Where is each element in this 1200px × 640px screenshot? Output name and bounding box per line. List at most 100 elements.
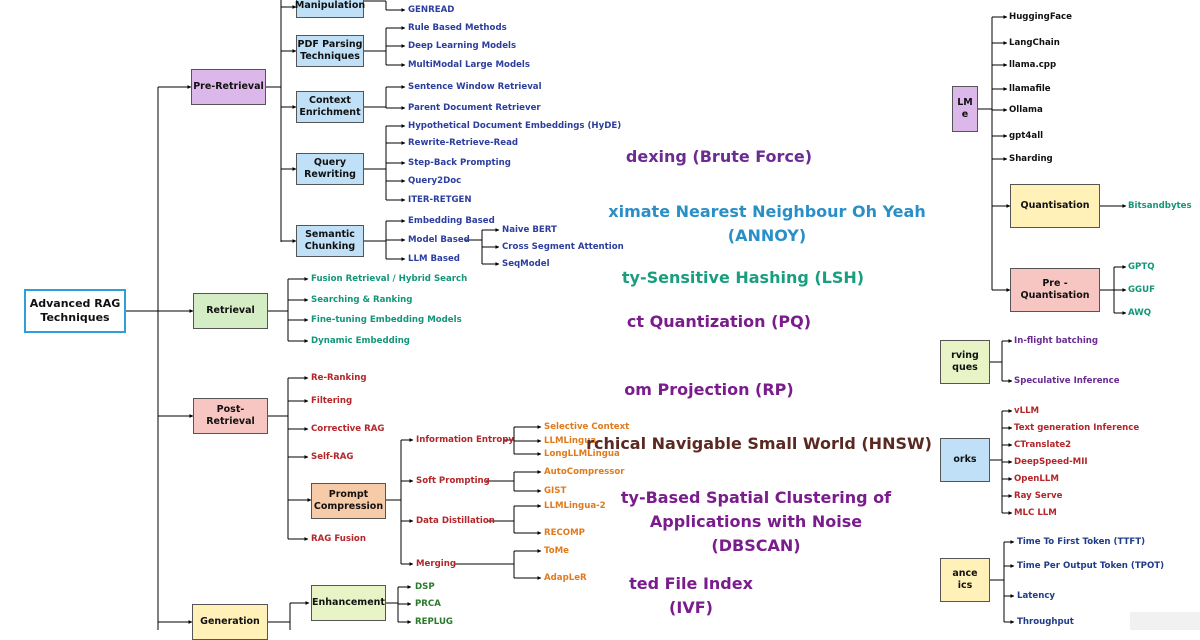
leaf-retrieval-3: Dynamic Embedding: [311, 335, 410, 346]
leaf-framework-1: Text generation Inference: [1014, 422, 1140, 433]
leaf-bitsandbytes: Bitsandbytes: [1128, 200, 1192, 211]
indexing-technique-2: ty-Sensitive Hashing (LSH): [563, 266, 923, 290]
prompt-group-1: Soft Prompting: [416, 475, 490, 486]
indexing-line: rchical Navigable Small World (HNSW): [586, 434, 932, 453]
leaf-llm-tool-2: llama.cpp: [1009, 59, 1057, 70]
leaf-serving-0: In-flight batching: [1014, 335, 1099, 346]
leaf-post-4: RAG Fusion: [311, 533, 366, 544]
leaf-retrieval-0: Fusion Retrieval / Hybrid Search: [311, 273, 468, 284]
leaf-pdf-0: Rule Based Methods: [408, 22, 507, 33]
leaf-framework-4: OpenLLM: [1014, 473, 1059, 484]
leaf-query-1: Rewrite-Retrieve-Read: [408, 137, 519, 148]
leaf-framework-6: MLC LLM: [1014, 507, 1057, 518]
leaf-chunking-1: Model Based: [408, 234, 470, 245]
manipulation-node: Manipulation: [295, 0, 365, 18]
indexing-technique-1: ximate Nearest Neighbour Oh Yeah (ANNOY): [587, 200, 947, 248]
leaf-context-1: Parent Document Retriever: [408, 102, 541, 113]
leaf-prequant-2: AWQ: [1128, 307, 1152, 318]
leaf-enhancement-2: REPLUG: [415, 616, 453, 627]
leaf-pdf-2: MultiModal Large Models: [408, 59, 530, 70]
leaf-prequant-1: GGUF: [1128, 284, 1155, 295]
leaf-prequant-0: GPTQ: [1128, 261, 1155, 272]
leaf-compression-0-1: LLMLingua: [544, 435, 597, 446]
indexing-technique-6: ty-Based Spatial Clustering of Applicatio…: [576, 486, 936, 558]
leaf-post-0: Re-Ranking: [311, 372, 367, 383]
leaf-llm-tool-4: Ollama: [1009, 104, 1043, 115]
prompt-group-0: Information Entropy: [416, 434, 515, 445]
leaf-query-3: Query2Doc: [408, 175, 462, 186]
pre-quantisation-node: Pre - Quantisation: [1010, 268, 1100, 312]
leaf-llm-tool-5: gpt4all: [1009, 130, 1044, 141]
leaf-pdf-1: Deep Learning Models: [408, 40, 517, 51]
enhancement-node: Enhancement: [311, 585, 386, 621]
leaf-post-3: Self-RAG: [311, 451, 354, 462]
leaf-compression-2-1: RECOMP: [544, 527, 585, 538]
generation-node: Generation: [192, 604, 268, 640]
indexing-line: Applications with Noise: [649, 512, 863, 531]
post-retrieval-node: Post-Retrieval: [193, 398, 268, 434]
leaf-post-2: Corrective RAG: [311, 423, 385, 434]
leaf-query-4: ITER-RETGEN: [408, 194, 472, 205]
leaf-context-0: Sentence Window Retrieval: [408, 81, 542, 92]
indexing-line: om Projection (RP): [624, 380, 794, 399]
frameworks-node: orks: [940, 438, 990, 482]
indexing-technique-3: ct Quantization (PQ): [539, 310, 899, 334]
leaf-performance-0: Time To First Token (TTFT): [1017, 536, 1146, 547]
indexing-line: (DBSCAN): [711, 536, 801, 555]
leaf-compression-0-2: LongLLMLingua: [544, 448, 620, 459]
quantisation-node: Quantisation: [1010, 184, 1100, 228]
leaf-model-based-1: Cross Segment Attention: [502, 241, 624, 252]
leaf-model-based-0: Naive BERT: [502, 224, 557, 235]
leaf-framework-5: Ray Serve: [1014, 490, 1063, 501]
leaf-llm-tool-0: HuggingFace: [1009, 11, 1072, 22]
prompt-group-2: Data Distillation: [416, 515, 495, 526]
leaf-framework-0: vLLM: [1014, 405, 1040, 416]
prompt-group-3: Merging: [416, 558, 456, 569]
indexing-technique-5: rchical Navigable Small World (HNSW): [579, 432, 939, 456]
leaf-llm-tool-1: LangChain: [1009, 37, 1060, 48]
indexing-line: ted File Index: [629, 574, 753, 593]
leaf-llm-tool-3: llamafile: [1009, 83, 1051, 94]
leaf-genread: GENREAD: [408, 4, 455, 15]
leaf-llm-tool-6: Sharding: [1009, 153, 1053, 164]
indexing-line: ximate Nearest Neighbour Oh Yeah: [608, 202, 926, 221]
leaf-retrieval-1: Searching & Ranking: [311, 294, 413, 305]
leaf-compression-3-0: ToMe: [544, 545, 570, 556]
indexing-technique-0: dexing (Brute Force): [539, 145, 899, 169]
leaf-compression-2-0: LLMLingua-2: [544, 500, 606, 511]
indexing-line: ty-Sensitive Hashing (LSH): [621, 268, 865, 287]
leaf-compression-1-0: AutoCompressor: [544, 466, 625, 477]
indexing-line: dexing (Brute Force): [625, 147, 813, 166]
root-node: Advanced RAG Techniques: [24, 289, 126, 333]
retrieval-node: Retrieval: [193, 293, 268, 329]
indexing-line: ct Quantization (PQ): [626, 312, 812, 331]
leaf-performance-2: Latency: [1017, 590, 1056, 601]
indexing-line: ty-Based Spatial Clustering of: [620, 488, 892, 507]
leaf-framework-3: DeepSpeed-MII: [1014, 456, 1088, 467]
leaf-post-1: Filtering: [311, 395, 353, 406]
indexing-line: (ANNOY): [727, 226, 807, 245]
leaf-compression-1-1: GIST: [544, 485, 567, 496]
leaf-retrieval-2: Fine-tuning Embedding Models: [311, 314, 462, 325]
leaf-enhancement-0: DSP: [415, 581, 435, 592]
leaf-performance-1: Time Per Output Token (TPOT): [1017, 560, 1165, 571]
indexing-technique-7: ted File Index (IVF): [511, 572, 871, 620]
leaf-framework-2: CTranslate2: [1014, 439, 1072, 450]
leaf-compression-0-0: Selective Context: [544, 421, 630, 432]
pre-retrieval-node: Pre-Retrieval: [191, 69, 266, 105]
indexing-technique-4: om Projection (RP): [529, 378, 889, 402]
leaf-chunking-0: Embedding Based: [408, 215, 495, 226]
leaf-enhancement-1: PRCA: [415, 598, 441, 609]
gray-corner-panel: [1130, 612, 1200, 630]
indexing-line: (IVF): [669, 598, 713, 617]
